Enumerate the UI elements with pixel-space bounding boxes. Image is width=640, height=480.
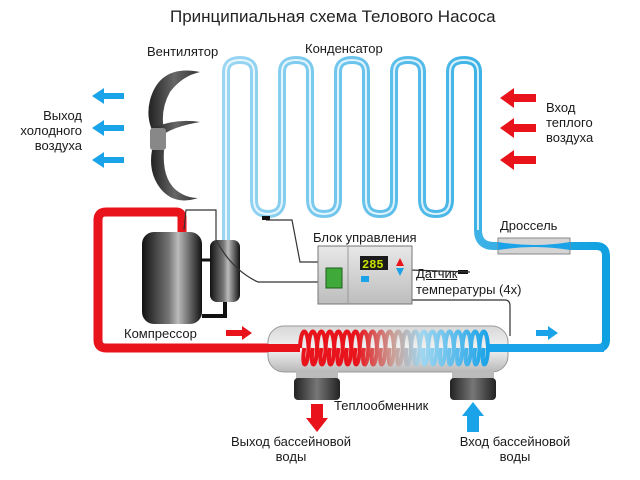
cold-air-arrows [92,88,124,168]
throttle-label: Дроссель [500,218,558,233]
label-line: Выход бассейновой [230,434,352,449]
label-line: воды [275,449,307,464]
down-arrow-icon[interactable] [396,268,404,276]
pool-water-out-label: Выход бассейновой воды [206,434,376,464]
cold-air-out-label: Выход холодного воздуха [10,108,82,153]
sensor-wire [266,219,320,263]
cold-flow-arrow-icon [536,326,558,340]
warm-air-arrows [500,88,536,170]
temperature-display [360,256,388,270]
fan-label: Вентилятор [147,44,219,59]
label-line: теплого [546,115,593,130]
label-line: воздуха [34,138,82,153]
diagram-title: Принципиальная схема Телового Насоса [170,7,496,26]
arrow-left-icon [500,88,536,108]
arrow-left-icon [92,152,124,168]
control-unit-label: Блок управления [313,230,417,245]
mode-button[interactable] [361,276,369,282]
warm-air-in-label: Вход теплого воздуха [546,100,593,145]
pool-water-in-label: Вход бассейновой воды [430,434,600,464]
label-line: Выход [43,108,82,123]
display-value: 285 [362,258,384,272]
compressor-icon [142,232,240,324]
label-line: воды [499,449,531,464]
arrow-left-icon [92,120,124,136]
label-line: Вход [546,100,576,115]
arrow-left-icon [92,88,124,104]
sensor-wire [183,209,320,283]
pool-water-in-arrow-icon [462,402,484,432]
label-line: Вход бассейновой [459,434,571,449]
heat-exchanger-coil [298,329,491,367]
power-switch[interactable] [325,267,343,289]
throttle-valve [497,237,571,255]
sensor-label-line2: температуры (4x) [416,282,522,297]
arrow-left-icon [500,150,536,170]
sensor-wire [410,299,511,336]
heat-exchanger [220,325,604,400]
fan-icon [148,70,200,201]
arrow-left-icon [500,118,536,138]
heat-exchanger-label: Теплообменник [334,398,429,413]
compressor-flow-arrow-icon [226,326,252,340]
up-arrow-icon[interactable] [396,258,404,266]
sensor-label: Датчик [416,266,458,281]
compressor-label: Компрессор [124,326,197,341]
hot-refrigerant-pipe [93,207,300,353]
label-line: воздуха [546,130,594,145]
condenser-label: Конденсатор [305,41,383,56]
label-line: холодного [20,123,82,138]
control-unit [317,245,413,305]
pool-water-out-arrow-icon [306,404,328,432]
